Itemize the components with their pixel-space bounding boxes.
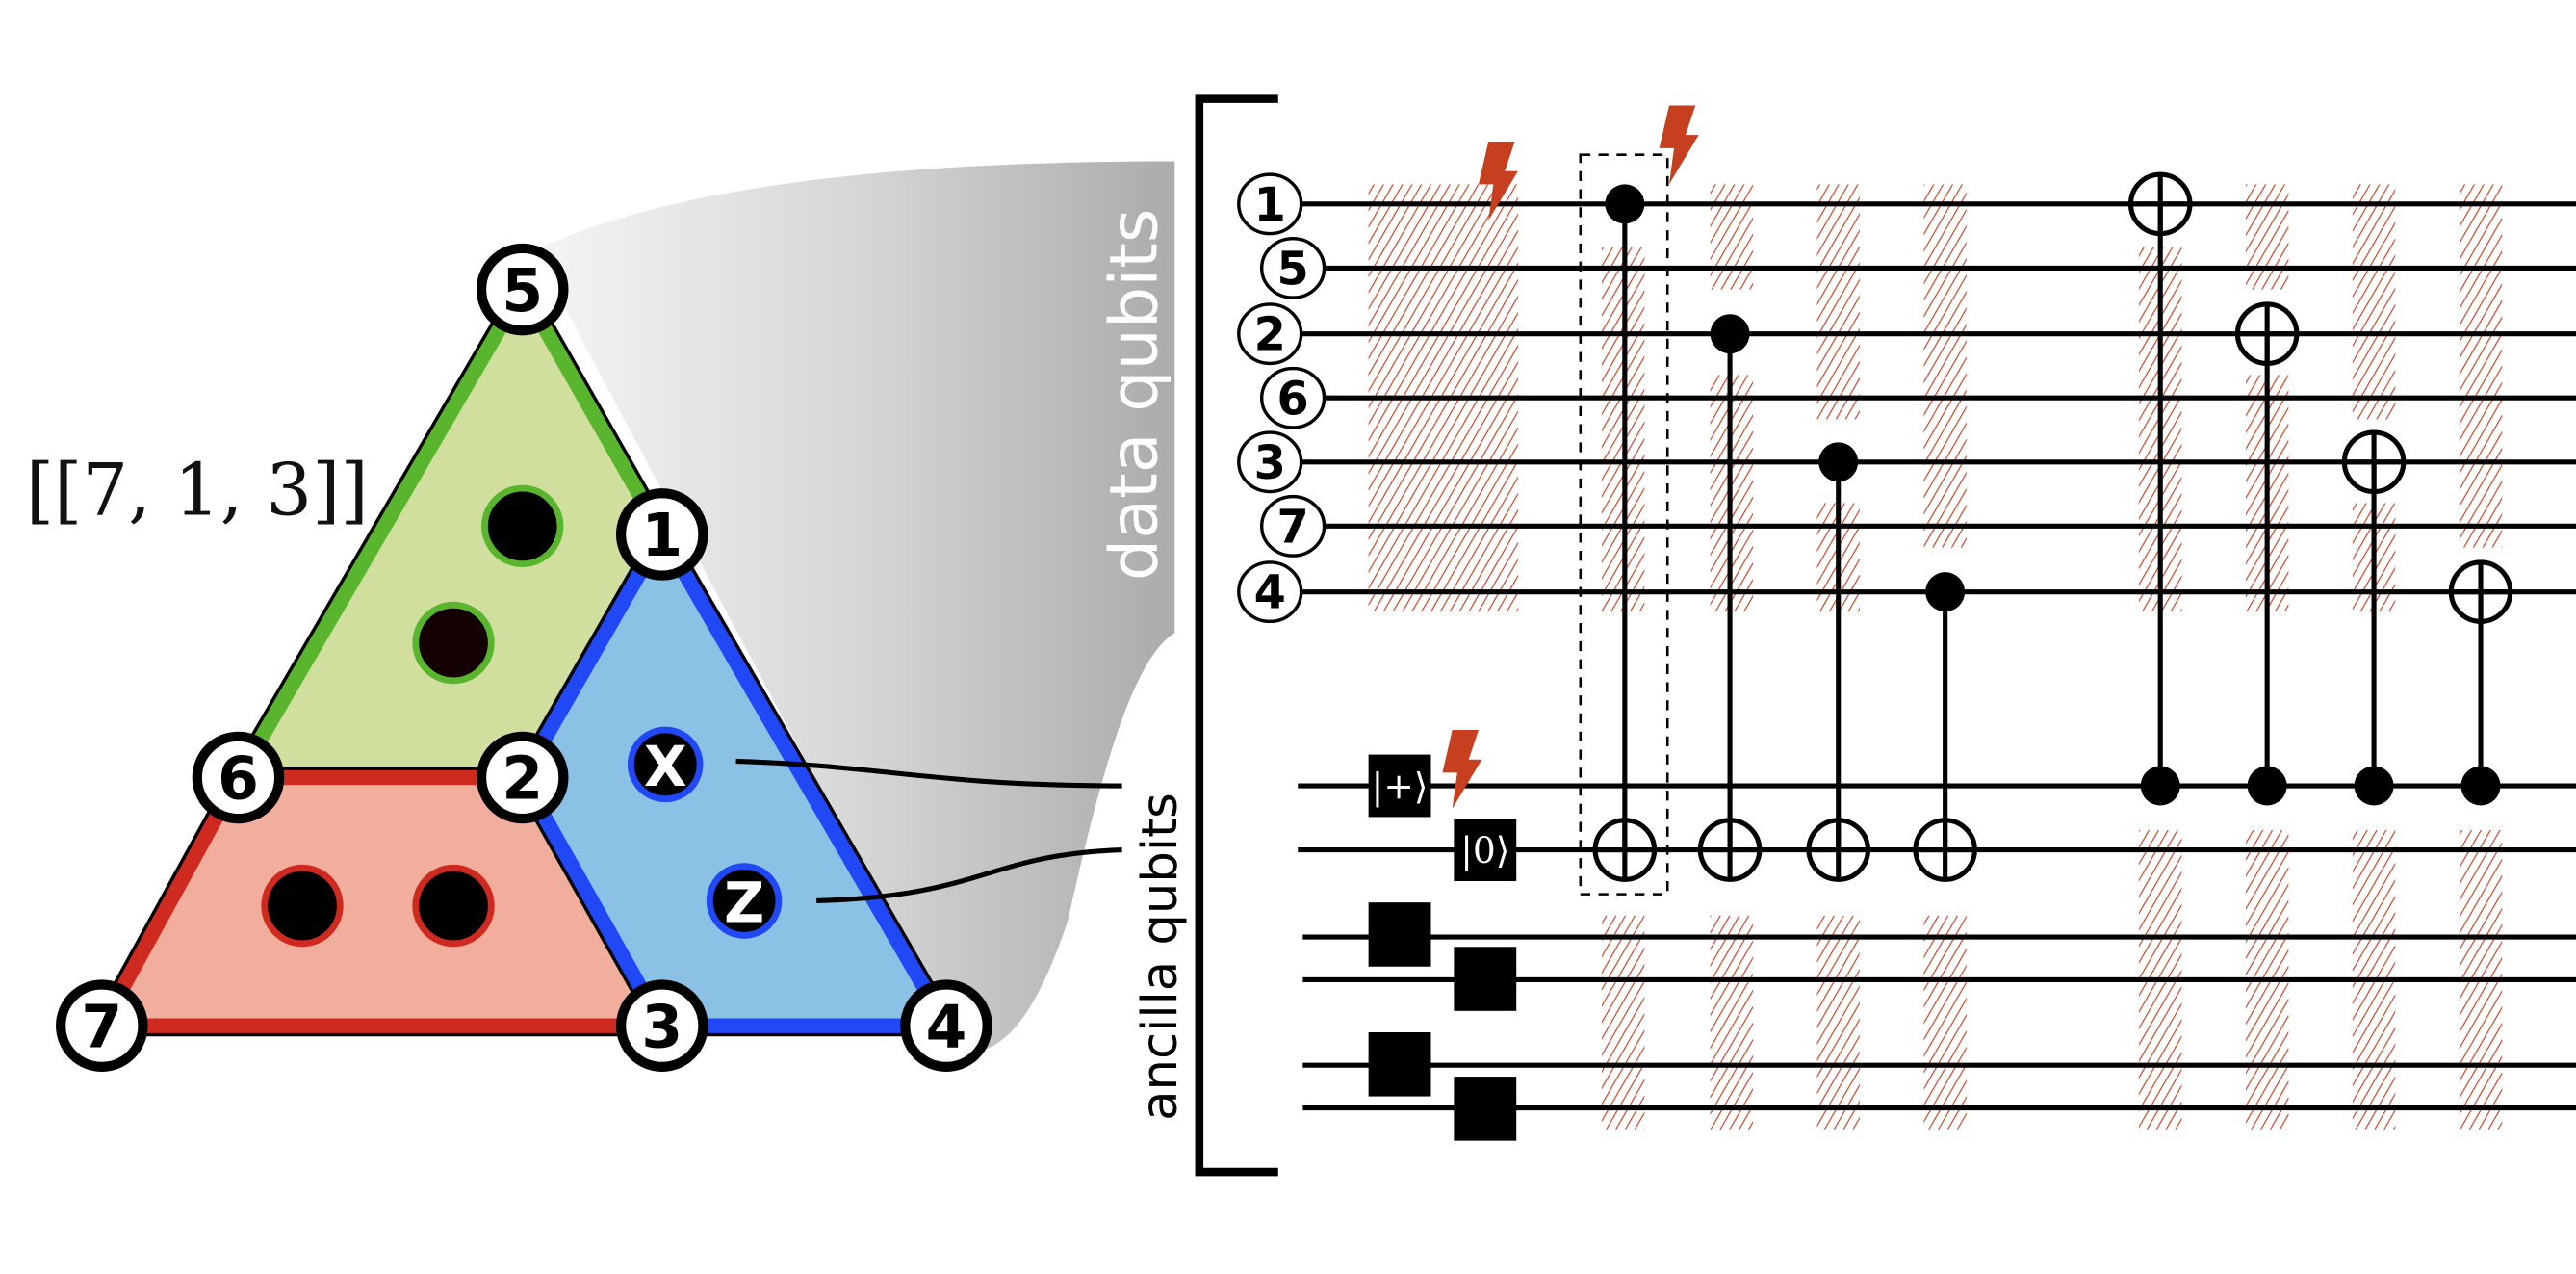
ancilla-init-label: |0⟩ [1460,829,1509,871]
cnot-target [1806,818,1871,882]
z-stabilizer-label: Z [724,871,764,936]
qubit-circle [900,979,992,1072]
idle-noise-hatch [1923,915,1967,1130]
green-stabilizer-dot [481,484,564,568]
cnot-target [1913,818,1977,882]
idle-noise-regions [1368,184,2503,1130]
ancilla-gate-block [1454,947,1517,1011]
lattice: X Z [90,278,1122,1037]
data-qubit-badge [1237,302,1303,366]
qubit-label: 5 [502,257,543,325]
idle-noise-hatch [1710,915,1753,1130]
data-qubit-label: 5 [1276,243,1308,296]
qubit-bracket [1195,94,1278,1177]
idle-noise-hatch [2245,184,2289,290]
qubit-label: 2 [502,745,543,814]
data-qubit-badge [1259,494,1327,558]
data-qubit-label: 3 [1254,437,1286,490]
qubit-circle [192,731,285,824]
cnot-control [1925,572,1966,612]
cnot-target [1592,818,1658,882]
ancilla-gate-block [1368,902,1431,967]
lattice-qubit-7: 7 [56,979,148,1072]
data-qubit-badge [1237,172,1303,236]
x-stabilizer-dot [627,726,704,803]
data-qubit-label: 7 [1276,501,1308,554]
code-label: [[7, 1, 3]] [26,447,369,532]
cnot-target [1697,818,1763,882]
qubit-label: 6 [218,745,259,814]
lattice-vertices: 5 1 6 2 7 3 4 [56,243,992,1072]
x-stabilizer-label: X [644,734,687,799]
data-qubit-label: 1 [1254,179,1286,232]
ancilla-init-box [1368,754,1431,818]
red-stabilizer-dot [261,864,344,948]
idle-noise-hatch [2352,184,2396,420]
ancilla-qubits-label: ancilla qubits [1131,793,1189,1121]
ancilla-gate-block [1368,1032,1431,1097]
lattice-qubit-6: 6 [192,731,285,824]
error-bolt-icon [1659,105,1699,185]
lattice-qubit-1: 1 [615,488,708,581]
zoom-wedge [542,161,1175,1053]
qubit-circle [615,488,708,581]
error-bolt-icon [1478,142,1518,221]
error-bolt-icon [1442,729,1482,809]
idle-noise-hatch [1601,915,1645,1130]
lattice-qubit-5: 5 [476,243,569,336]
lattice-qubit-4: 4 [900,979,992,1072]
lattice-qubit-3: 3 [615,979,708,1072]
syndrome-circuit: 1 5 2 6 3 7 4 |+⟩ |0⟩ [1224,105,2576,1141]
qubit-label: 4 [926,993,967,1061]
idle-noise-hatch [1816,184,1860,420]
idle-noise-hatch [1710,184,1753,290]
data-qubit-label: 2 [1254,309,1286,362]
z-stabilizer-dot [706,863,783,939]
ancilla-init-label: |+⟩ [1372,766,1429,808]
z-connector [816,847,1122,904]
ancilla-gate-block [1454,1077,1517,1141]
cnot-control [1710,314,1750,354]
qubit-label: 3 [641,993,683,1061]
cnot-target [2448,559,2513,624]
qubit-circle [615,979,708,1072]
qubit-circle [56,979,148,1072]
idle-noise-hatch [1923,184,1967,548]
red-stabilizer-dot [412,864,495,948]
data-qubit-badge [1259,366,1327,429]
data-qubit-label: 6 [1276,373,1308,426]
lattice-qubit-2: 2 [476,731,569,824]
cnot-control [1605,184,1645,224]
idle-noise-hatch [2459,184,2503,548]
cnot-control [2247,766,2287,806]
qubit-label: 1 [641,502,683,570]
qubit-circle [476,731,569,824]
data-qubit-badge [1237,560,1303,624]
qubit-label: 7 [81,993,122,1061]
idle-noise-hatch [1816,915,1860,1130]
cnot-control [2460,766,2501,806]
x-connector [735,758,1122,789]
data-qubit-badge [1259,236,1327,299]
qubit-circle [476,243,569,336]
cnot-control [1818,442,1859,482]
cnot-target [2341,429,2407,495]
data-qubit-badge [1237,430,1303,494]
data-qubit-label: 4 [1254,567,1286,620]
cnot-control [2354,766,2394,806]
cnot-target [2127,171,2193,237]
data-qubits-label: data qubits [1096,209,1172,582]
cnot-control [2140,766,2180,806]
cnot-target [2234,301,2300,366]
ancilla-init-box [1454,819,1517,881]
green-stabilizer-dot [412,601,495,685]
